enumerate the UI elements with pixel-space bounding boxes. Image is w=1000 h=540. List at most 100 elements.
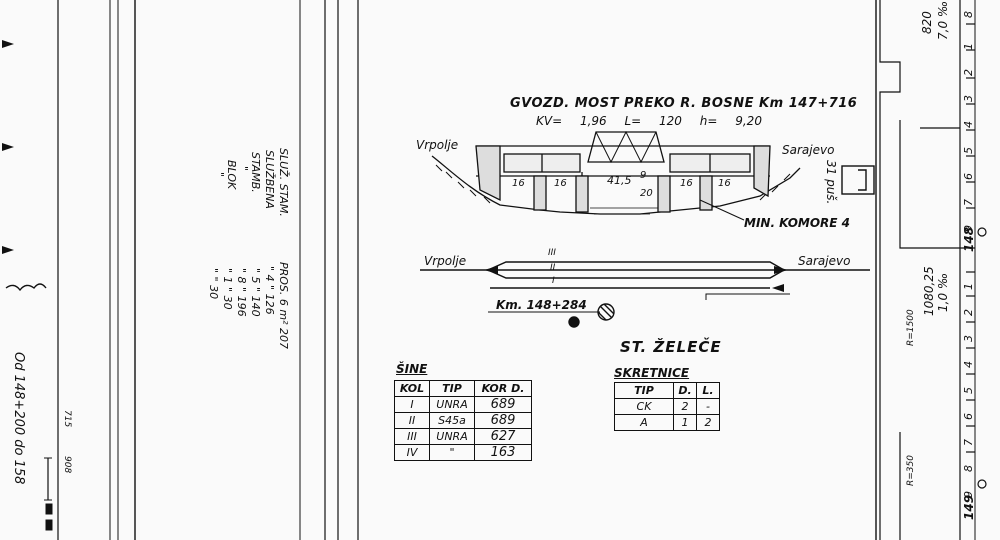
table-row: A 1 2	[614, 414, 720, 431]
note-line-1: SLUŽ. STAM.	[277, 148, 290, 217]
margin-arrows	[2, 40, 47, 292]
rails-cell: IV	[394, 444, 430, 461]
note-line-2: SLUŽBENA	[263, 150, 276, 209]
switches-cell: 2	[696, 414, 720, 431]
elevation-mid: 1080,25	[922, 266, 936, 316]
km-range: Od 148+200 do 158	[11, 352, 26, 485]
rails-cell: I	[394, 396, 430, 413]
table-row: II S45a 689	[394, 412, 532, 429]
tick-b-2: 2	[962, 309, 975, 316]
tick-b-3: 3	[962, 335, 975, 342]
frame-lines	[57, 0, 976, 540]
tick-b-8: 8	[962, 465, 975, 472]
chainage-label: Km. 148+284	[496, 298, 587, 312]
bridge-params: KV= 1,96 L= 120 h= 9,20	[536, 114, 762, 128]
span-7: 16	[718, 178, 731, 189]
span-1: 16	[512, 178, 525, 189]
rails-cell: II	[394, 412, 430, 429]
gradient-top: 7,0 ‰	[936, 0, 950, 40]
note-line-5: BLOK	[225, 160, 238, 190]
span-4: 9	[640, 170, 647, 181]
rails-cell: III	[394, 428, 430, 445]
rails-title: ŠINE	[396, 362, 428, 376]
value-row-6: " " 30	[207, 268, 220, 300]
building-symbol	[841, 165, 875, 195]
rails-cell: UNRA	[429, 396, 475, 413]
bridge-title: GVOZD. MOST PREKO R. BOSNE Km 147+716	[510, 96, 858, 111]
switches-header-d: D.	[673, 382, 697, 399]
switches-title: SKRETNICE	[614, 366, 690, 380]
switches-header-tip: TIP	[614, 382, 674, 399]
pus-label: 31 puš.	[824, 160, 838, 205]
tick-b-5: 5	[962, 387, 975, 394]
rails-table: KOL TIP KOR D. I UNRA 689 II S45a 689 II…	[394, 380, 532, 461]
track-3-label: III	[548, 248, 556, 258]
value-row-3: " 5 " 140	[249, 268, 262, 317]
tick-b-6: 6	[962, 413, 975, 420]
note-line-3: STAMB.	[249, 152, 262, 193]
place-right-bridge: Sarajevo	[782, 143, 835, 157]
rails-header-tip: TIP	[429, 380, 475, 397]
table-row: IV " 163	[394, 444, 532, 461]
switches-cell: CK	[614, 398, 674, 415]
rails-cell: 689	[474, 396, 532, 413]
track-1-label: I	[552, 276, 555, 286]
value-row-4: " 8 " 196	[235, 268, 248, 317]
switches-cell: 1	[673, 414, 697, 431]
gradient-mid: 1,0 ‰	[936, 272, 950, 312]
rails-cell: 163	[474, 444, 532, 461]
table-row: III UNRA 627	[394, 428, 532, 445]
place-left-track: Vrpolje	[424, 254, 467, 268]
span-6: 16	[680, 178, 693, 189]
station-name: ST. ŽELEČE	[620, 338, 722, 356]
switches-table: TIP D. L. CK 2 - A 1 2	[614, 382, 720, 431]
km-149: 149	[962, 494, 976, 520]
tick-b-7: 7	[962, 439, 975, 446]
rails-cell: "	[429, 444, 475, 461]
elevation-top: 820	[920, 11, 934, 34]
table-row: I UNRA 689	[394, 396, 532, 413]
span-2: 16	[554, 178, 567, 189]
radius-1500: R=1500	[906, 309, 916, 346]
span-3: 41,5	[607, 174, 632, 187]
tick-a-3: 3	[962, 95, 975, 102]
tick-a-8: 8	[962, 11, 975, 18]
rails-cell: UNRA	[429, 428, 475, 445]
rails-cell: S45a	[429, 412, 475, 429]
bridge-section	[431, 130, 801, 221]
value-row-1: PROS. 6 m² 207	[277, 262, 290, 350]
tick-b-1: 1	[962, 283, 975, 290]
scale-mark-2: 908	[62, 456, 72, 474]
rails-cell: 689	[474, 412, 532, 429]
radius-350: R=350	[906, 455, 916, 486]
switches-cell: -	[696, 398, 720, 415]
switches-cell: A	[614, 414, 674, 431]
min-komore-label: MIN. KOMORE 4	[744, 216, 851, 230]
table-row: CK 2 -	[614, 398, 720, 415]
scale-bar	[44, 457, 53, 531]
rails-cell: 627	[474, 428, 532, 445]
tick-a-2: 2	[962, 69, 975, 76]
span-5: 20	[640, 188, 653, 199]
tick-a-7: 7	[962, 199, 975, 206]
scale-mark-1: 715	[62, 410, 72, 428]
table-row: KOL TIP KOR D.	[394, 380, 532, 397]
tick-a-4: 4	[962, 121, 975, 128]
note-line-4: "	[237, 166, 250, 172]
tick-a-5: 5	[962, 147, 975, 154]
table-row: TIP D. L.	[614, 382, 720, 399]
track-2-label: II	[550, 263, 556, 273]
tick-a-6: 6	[962, 173, 975, 180]
rails-header-kord: KOR D.	[474, 380, 532, 397]
value-row-5: " 1 " 30	[221, 268, 234, 310]
track-plan	[420, 261, 870, 328]
tick-a-1: 1	[962, 43, 975, 50]
place-right-track: Sarajevo	[798, 254, 851, 268]
switches-cell: 2	[673, 398, 697, 415]
place-left-bridge: Vrpolje	[416, 138, 459, 152]
tick-b-9: 9	[962, 491, 975, 498]
tick-a-9: 9	[962, 225, 975, 232]
profile-ladder	[879, 0, 987, 540]
switches-header-l: L.	[696, 382, 720, 399]
